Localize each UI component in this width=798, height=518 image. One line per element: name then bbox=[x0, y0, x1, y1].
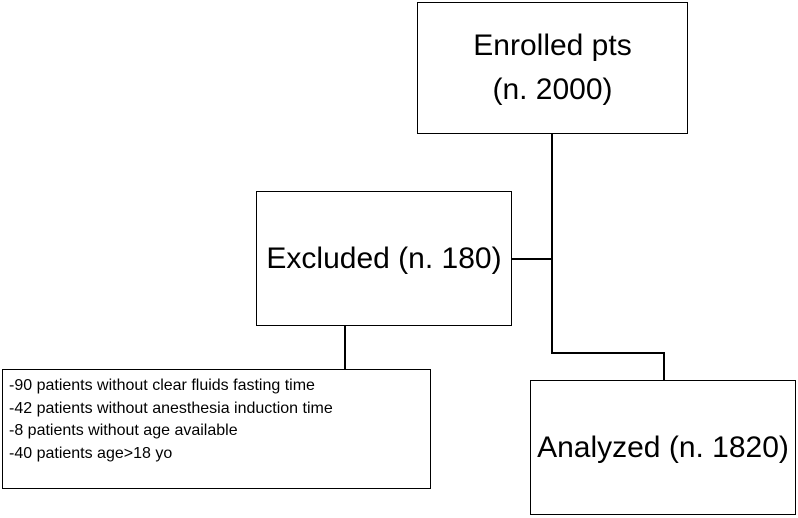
connector-trunk-to-analyzed-vertical bbox=[663, 352, 665, 381]
excluded-label: Excluded (n. 180) bbox=[266, 241, 502, 275]
exclusion-reason: -40 patients age>18 yo bbox=[9, 444, 173, 462]
connector-trunk-to-analyzed-horizontal bbox=[551, 352, 664, 354]
enrolled-title: Enrolled pts bbox=[473, 29, 632, 62]
connector-trunk-to-excluded bbox=[512, 258, 552, 260]
exclusion-reason: -8 patients without age available bbox=[9, 422, 238, 439]
enrolled-box: Enrolled pts (n. 2000) bbox=[417, 2, 688, 134]
exclusion-reason: -90 patients without clear fluids fastin… bbox=[9, 377, 315, 394]
connector-excluded-to-reasons bbox=[344, 326, 346, 370]
analyzed-box: Analyzed (n. 1820) bbox=[530, 380, 796, 515]
exclusion-reasons-box: -90 patients without clear fluids fastin… bbox=[2, 369, 431, 489]
connector-enrolled-trunk bbox=[551, 134, 553, 353]
analyzed-label: Analyzed (n. 1820) bbox=[537, 430, 789, 464]
exclusion-reason: -42 patients without anesthesia inductio… bbox=[9, 399, 333, 417]
enrolled-count: (n. 2000) bbox=[492, 73, 613, 106]
excluded-box: Excluded (n. 180) bbox=[256, 191, 512, 326]
